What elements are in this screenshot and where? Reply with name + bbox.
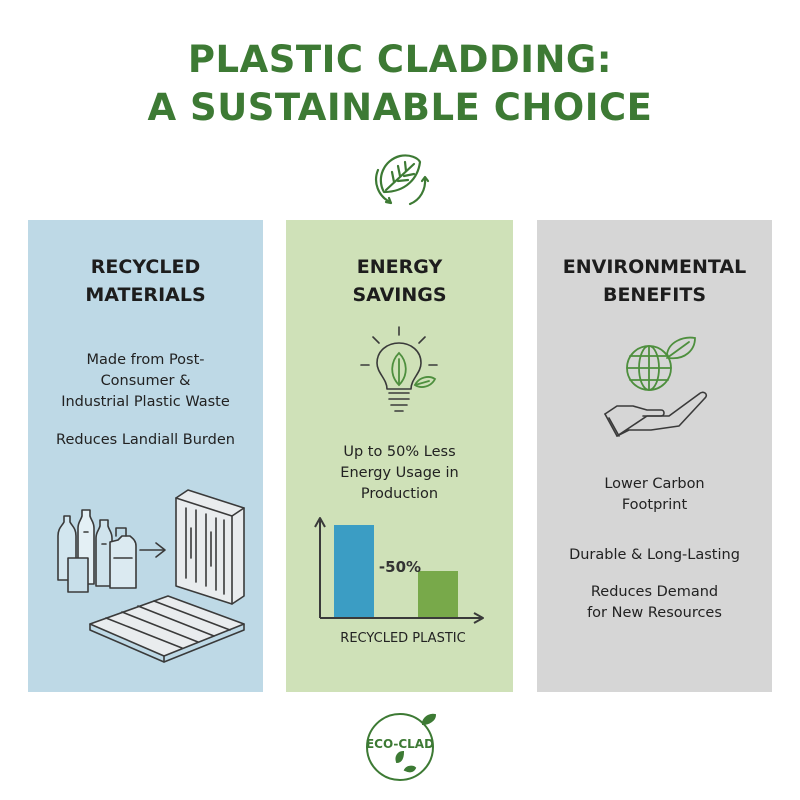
leaf-recycle-arrows-icon [374,154,430,206]
chart-bar-2 [418,571,458,617]
energy-description: Up to 50% Less Energy Usage in Productio… [286,442,513,505]
environmental-benefits-title: ENVIRONMENTAL BENEFITS [537,253,772,309]
energy-savings-panel: ENERGY SAVINGS Up to 50% Less Energy Usa… [286,220,513,692]
chart-x-label: RECYCLED PLASTIC [340,631,465,646]
energy-title-line-1: ENERGY [356,256,443,278]
eco-clad-text: ECO-CLAD [365,737,435,751]
chart-y-axis-arrow [314,517,326,528]
title-line-1: PLASTIC CLADDING: [187,38,613,81]
recycled-title-line-2: MATERIALS [85,284,206,306]
environment-point-1-line-2: Footprint [621,497,688,513]
energy-usage-chart: -50% RECYCLED PLASTIC [314,517,484,646]
environment-point-3-line-2: for New Resources [587,605,722,621]
eco-clad-badge: ECO-CLAD [363,710,437,784]
environment-point-1-line-1: Lower Carbon [604,476,705,492]
title-line-2: A SUSTAINABLE CHOICE [147,86,653,129]
lightbulb-leaf-icon [360,326,438,412]
recycled-point: Reduces Landiall Burden [56,432,235,448]
chart-annotation: -50% [379,558,421,576]
hand-globe-leaf-icon [604,336,708,437]
plastic-bottles-to-panels-icon [57,489,245,663]
recycled-desc-line-2: Consumer & [100,373,191,389]
recycled-materials-title: RECYCLED MATERIALS [28,253,263,309]
environmental-benefits-panel: ENVIRONMENTAL BENEFITS Lower Carbon Foot… [537,220,772,692]
page-title: PLASTIC CLADDING: A SUSTAINABLE CHOICE [0,36,800,132]
energy-desc-line-1: Up to 50% Less [343,444,456,460]
energy-savings-title: ENERGY SAVINGS [286,253,513,309]
eco-clad-leaf-logo [366,713,437,781]
environment-point-1: Lower Carbon Footprint [537,474,772,516]
recycled-description: Made from Post- Consumer & Industrial Pl… [28,350,263,413]
energy-desc-line-3: Production [360,486,439,502]
energy-desc-line-2: Energy Usage in [340,465,459,481]
energy-title-line-2: SAVINGS [352,284,447,306]
chart-x-axis-arrow [473,612,484,624]
environment-point-2: Durable & Long-Lasting [569,547,740,563]
environment-point-3-line-1: Reduces Demand [590,584,719,600]
environment-title-line-1: ENVIRONMENTAL [562,256,747,278]
recycled-materials-panel: RECYCLED MATERIALS Made from Post- Consu… [28,220,263,692]
recycled-title-line-1: RECYCLED [90,256,201,278]
chart-bar-1 [334,525,374,617]
recycled-desc-line-3: Industrial Plastic Waste [61,394,230,410]
environment-point-3: Reduces Demand for New Resources [537,582,772,624]
environment-title-line-2: BENEFITS [602,284,707,306]
recycled-desc-line-1: Made from Post- [86,352,205,368]
